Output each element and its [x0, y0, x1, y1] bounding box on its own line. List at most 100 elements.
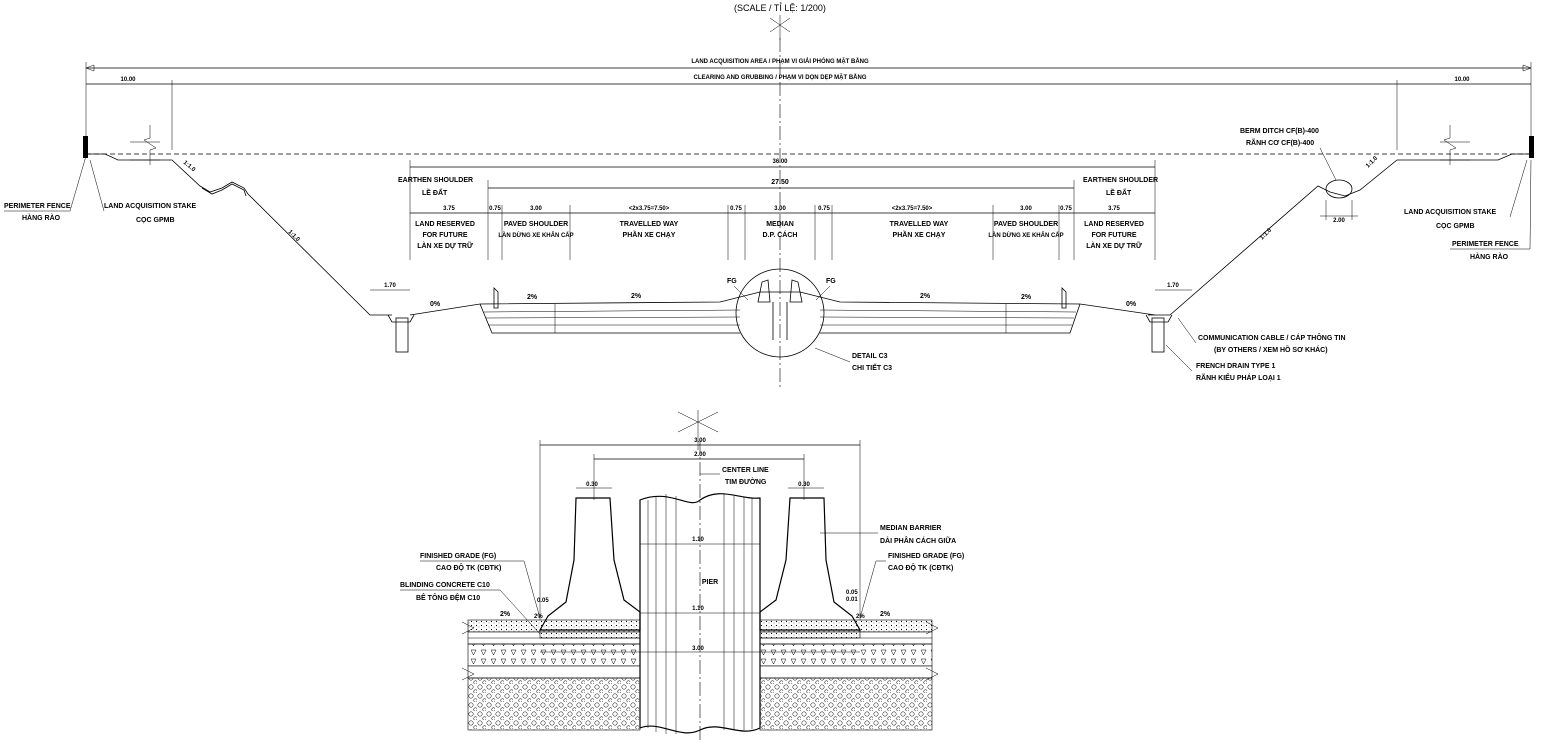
slope-label-1: 1:1.0: [182, 160, 197, 174]
north-arrow-icon: [769, 15, 791, 40]
travelled-way-left: TRAVELLED WAY: [620, 221, 679, 228]
perimeter-fence-left-vi: HÀNG RÀO: [22, 213, 61, 222]
finished-grade-left-vi: CAO ĐỘ TK (CĐTK): [436, 563, 501, 572]
left-slope-profile: [86, 153, 392, 316]
detail-c3: 3.00 2.00 0.30 0.30 CENTER LINE TIM ĐƯỜN…: [400, 410, 964, 741]
drain-left-dim: 1.70: [384, 283, 396, 289]
perimeter-fence-right: PERIMETER FENCE: [1452, 241, 1519, 248]
berm-ditch-pipe: [1325, 179, 1353, 199]
paved-shoulder-right: PAVED SHOULDER: [994, 221, 1058, 228]
typical-cross-section: (SCALE / TỈ LỆ: 1/200) LAND ACQUISITION …: [4, 2, 1534, 390]
travelled-way-right-vi: PHẦN XE CHẠY: [893, 229, 946, 239]
finished-grade-right: FINISHED GRADE (FG): [888, 553, 964, 560]
median-barrier-right: [759, 497, 862, 631]
pier-dim-2: 1.10: [692, 606, 704, 612]
detail-total-dim: 3.00: [694, 438, 706, 444]
small-right-dim-1: 0.05: [846, 590, 858, 596]
pier-label: PIER: [702, 579, 718, 586]
acq-stake-left: LAND ACQUISITION STAKE: [104, 203, 196, 210]
north-arrow-detail-icon: [677, 410, 719, 450]
acq-stake-right: LAND ACQUISITION STAKE: [1404, 209, 1496, 216]
travelled-way-left-vi: PHẦN XE CHẠY: [623, 229, 676, 239]
paved-right-dim: 3.00: [1020, 206, 1032, 212]
french-drain-label: FRENCH DRAIN TYPE 1: [1196, 363, 1275, 370]
inner-right-dim: 0.75: [818, 206, 830, 212]
median-dim: 3.00: [774, 206, 786, 212]
reserved-right-dim: 3.75: [1108, 206, 1120, 212]
detail-label-vi: CHI TIẾT C3: [852, 362, 892, 372]
earthen-shoulder-left-vi: LỀ ĐẤT: [422, 187, 448, 197]
paved-shoulder-left-vi: LÀN DỪNG XE KHẨN CẤP: [498, 232, 573, 239]
slope-right-small: 2%: [856, 614, 865, 620]
travelled-left-dim: <2x3.75=7.50>: [629, 206, 670, 212]
pct-right-2a: 2%: [920, 293, 931, 300]
blinding-label-vi: BÊ TÔNG ĐỆM C10: [416, 593, 480, 602]
scale-label: (SCALE / TỈ LỆ: 1/200): [734, 2, 826, 13]
shoulder-left-edge-dim: 0.75: [489, 206, 501, 212]
detail-inner-dim: 2.00: [694, 452, 706, 458]
fg-left: FG: [727, 278, 737, 285]
left-width-label: 10.00: [120, 77, 136, 83]
pier-dim-3: 3.00: [692, 646, 704, 652]
pct-left-2b: 2%: [631, 293, 642, 300]
land-reserved-right-2: FOR FUTURE: [1091, 232, 1136, 239]
slope-left-small: 2%: [534, 614, 543, 620]
slope-left-label: 2%: [500, 611, 511, 618]
berm-ditch-label: BERM DITCH CF(B)-400: [1240, 128, 1319, 135]
pct-left-0: 0%: [430, 301, 441, 308]
median-label-vi: D.P. CÁCH: [763, 230, 798, 239]
slope-label-4: 1:1.0: [1259, 227, 1273, 241]
slope-label-3: 1:1.0: [1365, 155, 1379, 169]
berm-ditch-label-vi: RÃNH CƠ CF(B)-400: [1246, 138, 1314, 147]
paved-shoulder-left: PAVED SHOULDER: [504, 221, 568, 228]
earthen-shoulder-right: EARTHEN SHOULDER: [1083, 177, 1158, 184]
median-barrier-label-vi: DẢI PHÂN CÁCH GIỮA: [880, 536, 956, 545]
paved-shoulder-right-vi: LÀN DỪNG XE KHẨN CẤP: [988, 232, 1063, 239]
base-layer-right: [759, 643, 933, 667]
reserved-left-dim: 3.75: [443, 206, 455, 212]
median-label: MEDIAN: [766, 221, 794, 228]
french-drain-label-vi: RÃNH KIỂU PHÁP LOẠI 1: [1196, 373, 1281, 382]
travelled-way-right: TRAVELLED WAY: [890, 221, 949, 228]
break-left-icon: [130, 125, 160, 165]
subbase-layer-left: [467, 677, 641, 731]
small-left-dim: 0.05: [537, 598, 549, 604]
subbase-layer-right: [759, 677, 933, 731]
earthen-shoulder-right-vi: LỀ ĐẤT: [1106, 187, 1132, 197]
finished-grade-line: [409, 291, 1156, 316]
base-layer-left: [467, 643, 641, 667]
travelled-right-dim: <2x3.75=7.50>: [892, 206, 933, 212]
perimeter-fence-left: PERIMETER FENCE: [4, 203, 71, 210]
detail-circle: [735, 268, 825, 358]
total-width-label: 36.00: [772, 159, 788, 165]
pct-right-0: 0%: [1126, 301, 1137, 308]
fg-right: FG: [826, 278, 836, 285]
slope-label-2: 1:1.0: [287, 229, 301, 243]
detail-top-left-dim: 0.30: [586, 482, 598, 488]
median-barrier-left: [538, 497, 641, 631]
break-right-icon: [1440, 125, 1470, 165]
earthen-shoulder-left: EARTHEN SHOULDER: [398, 177, 473, 184]
land-reserved-right-1: LAND RESERVED: [1084, 221, 1144, 228]
fence-right-icon: [1529, 136, 1534, 158]
pier-dim-1: 1.10: [692, 537, 704, 543]
paved-left-dim: 3.00: [530, 206, 542, 212]
pct-right-2b: 2%: [1021, 294, 1032, 301]
carriageway-width-label: 27.50: [771, 179, 789, 186]
detail-top-right-dim: 0.30: [798, 482, 810, 488]
land-reserved-right-3: LÀN XE DỰ TRỮ: [1086, 241, 1142, 250]
shoulder-right-edge-dim: 0.75: [1060, 206, 1072, 212]
center-line-label: CENTER LINE: [722, 467, 769, 474]
finished-grade-right-vi: CAO ĐỘ TK (CĐTK): [888, 563, 953, 572]
acq-stake-right-vi: CỌC GPMB: [1436, 223, 1475, 230]
fence-left-icon: [83, 136, 88, 158]
right-width-label: 10.00: [1454, 77, 1470, 83]
median-barrier-label: MEDIAN BARRIER: [880, 525, 941, 532]
land-reserved-left-3: LÀN XE DỰ TRỮ: [417, 241, 473, 250]
land-reserved-left-1: LAND RESERVED: [415, 221, 475, 228]
acq-stake-left-vi: CỌC GPMB: [136, 217, 175, 224]
inner-left-dim: 0.75: [730, 206, 742, 212]
blinding-label: BLINDING CONCRETE C10: [400, 582, 490, 589]
comm-cable-label-vi: (BY OTHERS / XEM HỒ SƠ KHÁC): [1214, 344, 1328, 354]
